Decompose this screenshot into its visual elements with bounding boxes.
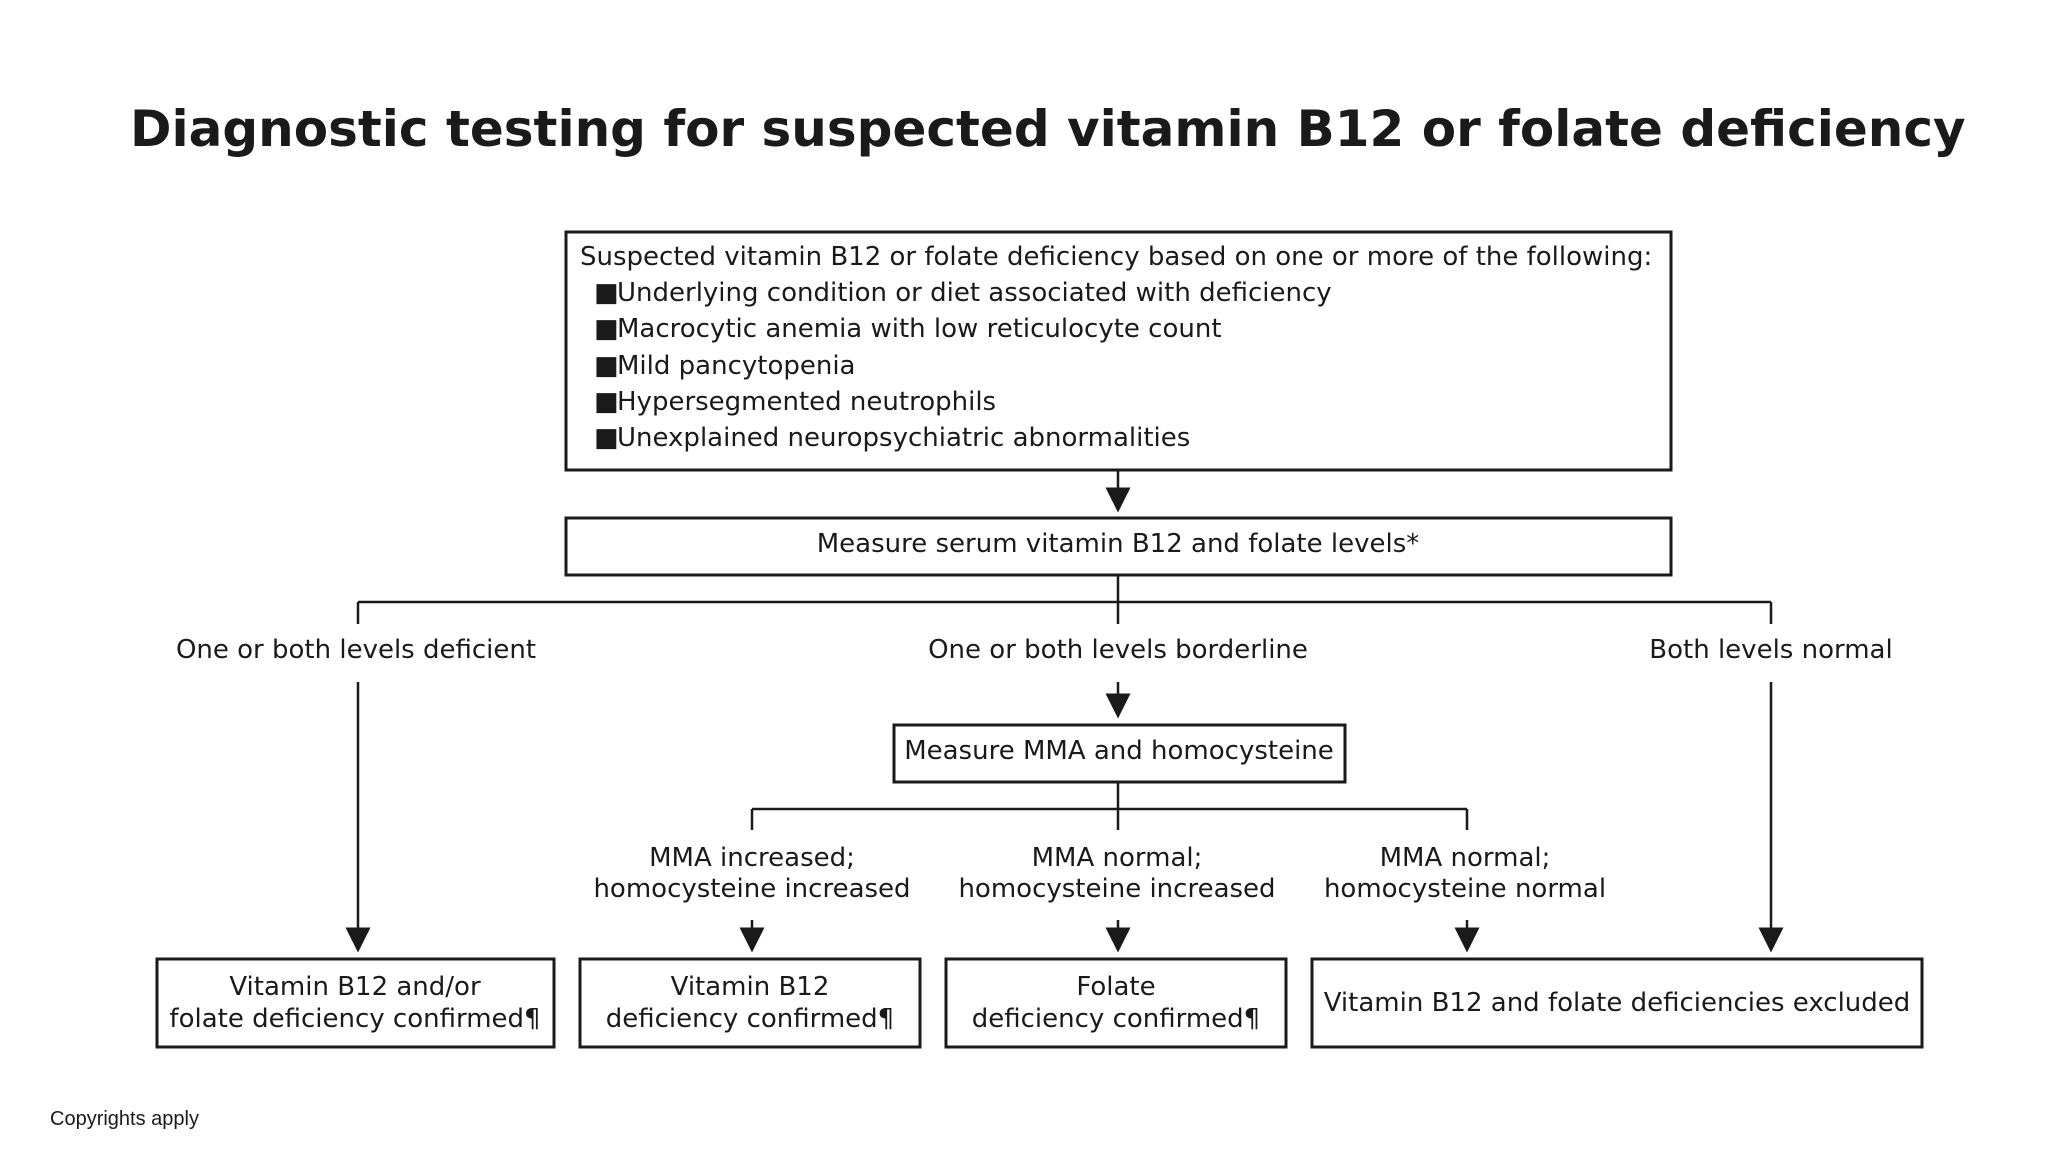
bullet-icon: ■ [594,278,619,308]
bullet-icon: ■ [594,423,619,453]
outcome-folate-line1: Folate [1076,972,1155,1002]
copyright-note: Copyrights apply [50,1108,199,1130]
bullet-icon: ■ [594,314,619,344]
measure-serum-label: Measure serum vitamin B12 and folate lev… [817,529,1420,559]
outcome-either-line2: folate deficiency confirmed¶ [169,1004,540,1034]
outcome-b12-box [578,957,922,1049]
criteria-heading: Suspected vitamin B12 or folate deficien… [580,242,1652,272]
outcome-b12-line2: deficiency confirmed¶ [606,1004,894,1034]
outcome-excluded-box [1310,957,1924,1049]
criteria-item: Mild pancytopenia [617,351,855,381]
outcome-either-line1: Vitamin B12 and/or [229,972,481,1002]
criteria-item: Underlying condition or diet associated … [617,278,1332,308]
measure-serum-box [564,516,1673,577]
mma-none-label-line1: MMA normal; [1380,843,1551,873]
mma-folate-label-line1: MMA normal; [1032,843,1203,873]
criteria-box [564,230,1673,472]
mma-b12-label-line2: homocysteine increased [593,874,910,904]
branch-borderline-label: One or both levels borderline [928,635,1308,665]
outcome-folate-line2: deficiency confirmed¶ [972,1004,1260,1034]
branch-deficient-label: One or both levels deficient [176,635,536,665]
measure-mma-label: Measure MMA and homocysteine [904,736,1334,766]
criteria-item: Hypersegmented neutrophils [617,387,996,417]
bullet-icon: ■ [594,387,619,417]
page-title: Diagnostic testing for suspected vitamin… [130,100,1966,158]
outcome-excluded-label: Vitamin B12 and folate deficiencies excl… [1324,988,1911,1018]
branch-normal-label: Both levels normal [1649,635,1892,665]
measure-mma-box [892,723,1347,784]
criteria-list: ■ Underlying condition or diet associate… [594,278,1332,453]
criteria-item: Macrocytic anemia with low reticulocyte … [617,314,1222,344]
mma-none-label-line2: homocysteine normal [1324,874,1606,904]
outcome-b12-line1: Vitamin B12 [671,972,830,1002]
mma-folate-label-line2: homocysteine increased [958,874,1275,904]
bullet-icon: ■ [594,351,619,381]
outcome-folate-box [944,957,1288,1049]
mma-b12-label-line1: MMA increased; [649,843,855,873]
outcome-either-box [155,957,556,1049]
criteria-item: Unexplained neuropsychiatric abnormaliti… [617,423,1190,453]
